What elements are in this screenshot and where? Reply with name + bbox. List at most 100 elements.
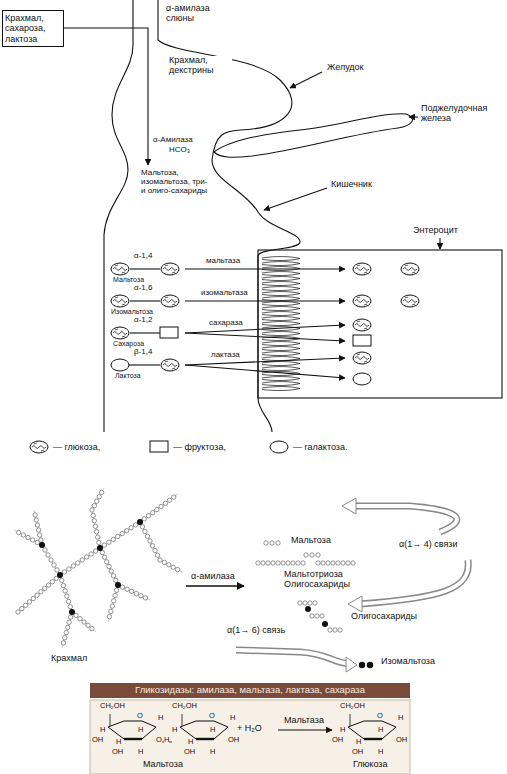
bond bbox=[110, 714, 111, 726]
enzyme-label: α-Амилаза bbox=[152, 136, 194, 145]
hollow-arrow-head bbox=[348, 596, 362, 612]
glucose-icon bbox=[161, 359, 179, 371]
glucose-unit bbox=[96, 535, 100, 539]
glucose-unit bbox=[120, 531, 124, 535]
glucose-unit bbox=[23, 603, 27, 607]
glucose-unit bbox=[31, 596, 35, 600]
formula-atom: OH bbox=[228, 736, 239, 744]
glucose-unit bbox=[116, 583, 120, 587]
formula-atom: CH₂OH bbox=[172, 702, 197, 710]
glucose-unit bbox=[93, 524, 97, 528]
glucose-unit bbox=[286, 561, 290, 565]
glucose-unit bbox=[66, 599, 70, 603]
glucose-unit bbox=[145, 534, 149, 538]
glucose-unit bbox=[27, 600, 31, 604]
bond-label: α-1,6 bbox=[133, 284, 153, 293]
microvillus bbox=[262, 297, 300, 301]
glucose-unit bbox=[35, 540, 39, 544]
reaction-arrow bbox=[278, 729, 332, 730]
pancreas bbox=[214, 114, 412, 157]
microvillus bbox=[262, 277, 300, 281]
enzyme-label: мальтаза bbox=[205, 257, 241, 266]
product-label: Мальтотриоза Олигосахариды bbox=[283, 570, 357, 590]
glucose-unit bbox=[130, 589, 134, 593]
glucose-unit bbox=[133, 523, 137, 527]
glucose-unit bbox=[316, 553, 320, 557]
glucose-unit bbox=[97, 495, 101, 499]
node-text: Крахмал, сахароза, лактоза bbox=[5, 13, 61, 44]
glucose-unit bbox=[100, 550, 104, 554]
glucose-unit bbox=[65, 594, 69, 598]
starch-chain bbox=[92, 488, 104, 548]
formula-atom: H bbox=[172, 726, 177, 734]
glucose-icon bbox=[353, 352, 371, 364]
branch-point bbox=[97, 545, 103, 551]
branch-point bbox=[359, 662, 365, 668]
glucose-unit bbox=[296, 561, 300, 565]
glucose-unit bbox=[153, 548, 157, 552]
galactose-icon bbox=[353, 373, 371, 385]
leader-arrow bbox=[409, 116, 418, 117]
formula-atom: H bbox=[138, 726, 143, 734]
formula-atom: OH bbox=[352, 748, 363, 756]
glycosidic-bond bbox=[129, 364, 160, 365]
glucose-unit bbox=[98, 546, 102, 550]
starch-chain bbox=[14, 530, 42, 545]
reagent-label: + H₂O bbox=[236, 724, 263, 734]
glucose-unit bbox=[256, 561, 260, 565]
formula-atom: H bbox=[188, 738, 193, 746]
glucose-unit bbox=[142, 517, 146, 521]
glucose-unit bbox=[351, 561, 355, 565]
formula-atom: H bbox=[378, 726, 383, 734]
microvillus bbox=[262, 292, 300, 296]
glucose-unit bbox=[102, 555, 106, 559]
glucose-unit bbox=[336, 561, 340, 565]
legend-text: — глюкоза, bbox=[53, 442, 100, 452]
structure-name: Глюкоза bbox=[352, 760, 388, 770]
microvillus bbox=[262, 367, 300, 371]
fructose-icon bbox=[353, 335, 371, 346]
galactose-icon bbox=[111, 359, 129, 371]
glycosidic-bond bbox=[130, 332, 160, 333]
starch-chain bbox=[140, 522, 182, 572]
flow-arrow bbox=[64, 28, 148, 165]
glucose-unit bbox=[102, 543, 106, 547]
formula-atom: CH₂OH bbox=[100, 702, 125, 710]
glucose-unit bbox=[167, 563, 171, 567]
branch-point bbox=[367, 662, 373, 668]
product-label: Мальтоза bbox=[290, 536, 332, 546]
glucose-unit bbox=[70, 610, 74, 614]
glucose-unit bbox=[90, 626, 94, 630]
branch-point bbox=[115, 582, 121, 588]
formula-atom: H bbox=[138, 748, 143, 756]
glucose-unit bbox=[90, 508, 94, 512]
glucose-unit bbox=[148, 539, 152, 543]
hollow-arrow bbox=[360, 560, 468, 604]
microvillus bbox=[262, 317, 300, 321]
glucose-unit bbox=[143, 529, 147, 533]
microvillus bbox=[262, 362, 300, 366]
glucose-unit bbox=[271, 561, 275, 565]
formula-atom: H bbox=[210, 748, 215, 756]
formula-atom: H bbox=[356, 738, 361, 746]
glucose-unit bbox=[49, 558, 53, 562]
glucose-icon bbox=[111, 263, 129, 275]
glucose-unit bbox=[304, 553, 308, 557]
formula-label: HCO₃ bbox=[168, 146, 191, 155]
formula-atom: H bbox=[340, 726, 345, 734]
panel-ground bbox=[90, 700, 410, 774]
glucose-unit bbox=[270, 541, 274, 545]
glucose-unit bbox=[150, 544, 154, 548]
formula-atom: H bbox=[164, 736, 169, 744]
glucose-unit bbox=[116, 534, 120, 538]
legend-item: — галактоза. bbox=[268, 440, 347, 454]
glucose-unit bbox=[264, 541, 268, 545]
sugar-name: Лактоза bbox=[114, 372, 142, 380]
glucose-unit bbox=[150, 510, 154, 514]
microvillus bbox=[262, 302, 300, 306]
glucose-icon bbox=[30, 441, 48, 453]
microvillus bbox=[262, 387, 300, 391]
formula-atom: CH₂OH bbox=[340, 702, 365, 710]
branch-point bbox=[322, 621, 328, 627]
formula-atom: H bbox=[100, 726, 105, 734]
